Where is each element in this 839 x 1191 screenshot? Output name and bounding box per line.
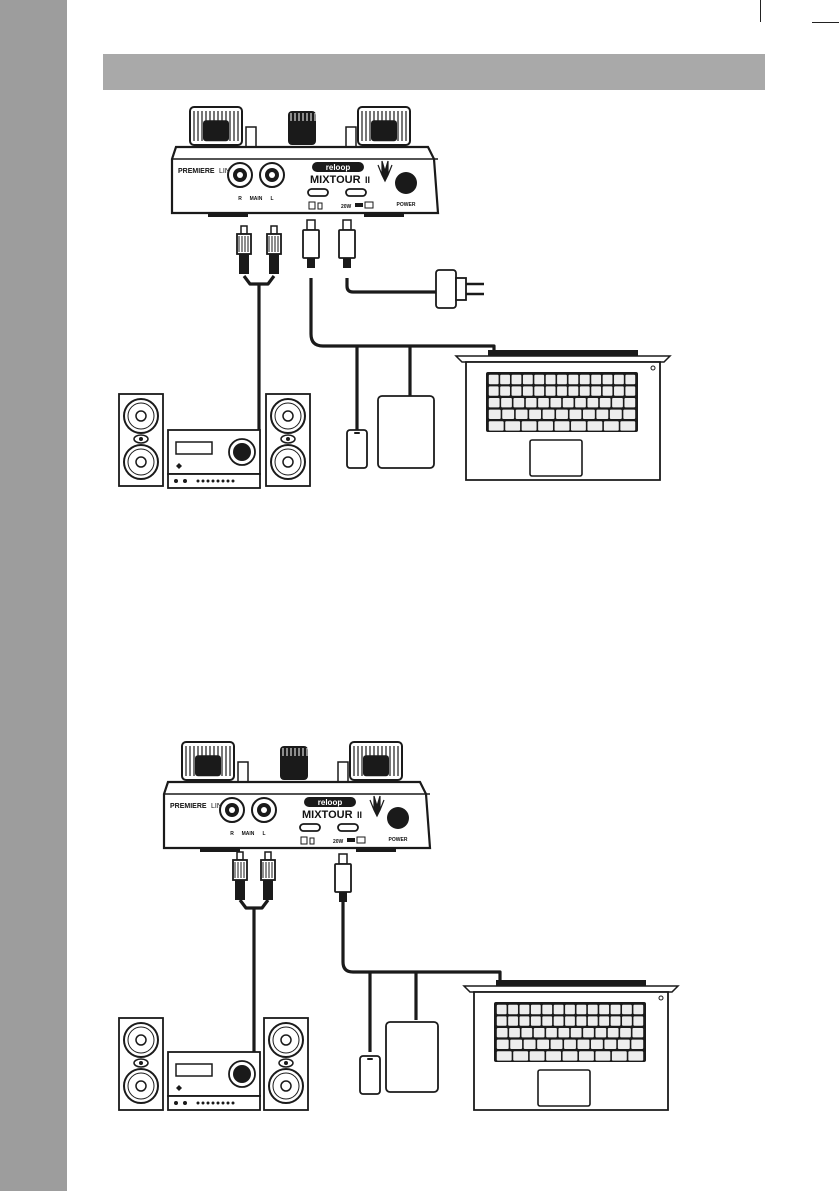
laptop-trackpad xyxy=(538,1070,590,1106)
speaker-right xyxy=(266,394,310,486)
power-button xyxy=(395,172,417,194)
model-mark: II xyxy=(365,175,370,185)
usb-c-port-power xyxy=(346,189,366,196)
usb-c-plug-power xyxy=(339,220,355,268)
model-name: MIXTOUR xyxy=(310,174,361,186)
jog-wheel-left xyxy=(190,107,242,145)
laptop-keyboard xyxy=(494,1002,646,1062)
speaker-right xyxy=(264,1018,308,1110)
usb-label-20w: 20W xyxy=(333,839,344,845)
foot-right xyxy=(356,848,396,852)
jog-wheel-right xyxy=(350,742,402,780)
stereo-receiver xyxy=(168,1052,260,1110)
jack-label-main: MAIN xyxy=(242,831,255,837)
usb-c-plug-device xyxy=(335,854,351,902)
fader-cap xyxy=(346,127,356,147)
model-mark: II xyxy=(357,810,362,820)
rca-plug-left xyxy=(267,226,281,274)
reloop-logo: reloop xyxy=(312,162,364,172)
jack-label-l: L xyxy=(270,196,273,202)
rca-plug-right xyxy=(237,226,251,274)
rca-jack-left xyxy=(260,163,284,187)
speaker-left xyxy=(119,394,163,486)
usb-label-20w: 20W xyxy=(341,204,352,210)
jack-label-main: MAIN xyxy=(250,196,263,202)
tablet xyxy=(378,396,434,468)
smartphone xyxy=(347,430,367,468)
laptop xyxy=(464,980,678,1110)
rca-jack-left xyxy=(252,798,276,822)
stereo-receiver xyxy=(168,430,260,488)
jog-wheel-left xyxy=(182,742,234,780)
jack-label-r: R xyxy=(230,831,234,837)
reloop-logo: reloop xyxy=(304,797,356,807)
rca-jack-right xyxy=(220,798,244,822)
usb-c-port-power xyxy=(338,824,358,831)
jog-wheel-right xyxy=(358,107,410,145)
stereo-display xyxy=(176,442,212,454)
usb-c-port-device xyxy=(300,824,320,831)
foot-right xyxy=(364,213,404,217)
master-knob xyxy=(280,746,308,780)
svg-text:reloop: reloop xyxy=(318,798,343,807)
rca-plug-right xyxy=(233,852,247,900)
fader-cap xyxy=(238,762,248,782)
jack-label-r: R xyxy=(238,196,242,202)
brand-premiere: PREMIERE xyxy=(170,803,207,810)
model-name: MIXTOUR xyxy=(302,809,353,821)
laptop xyxy=(456,350,670,480)
fader-cap xyxy=(338,762,348,782)
laptop-trackpad xyxy=(530,440,582,476)
laptop-hinge xyxy=(464,986,678,992)
master-knob xyxy=(288,111,316,145)
power-button xyxy=(387,807,409,829)
plug-mini-icon xyxy=(347,838,355,842)
smartphone xyxy=(360,1056,380,1094)
stereo-display xyxy=(176,1064,212,1076)
speaker-left xyxy=(119,1018,163,1110)
fader-cap xyxy=(246,127,256,147)
svg-text:reloop: reloop xyxy=(326,163,351,172)
usb-cable-power-line xyxy=(347,278,436,292)
brand-premiere: PREMIERE xyxy=(178,168,215,175)
usb-c-plug-device xyxy=(303,220,319,268)
laptop-keyboard xyxy=(486,372,638,432)
usb-c-port-device xyxy=(308,189,328,196)
power-label: POWER xyxy=(389,837,408,843)
rca-plug-left xyxy=(261,852,275,900)
power-adapter xyxy=(436,270,484,308)
plug-mini-icon xyxy=(355,203,363,207)
foot-left xyxy=(200,848,240,852)
foot-left xyxy=(208,213,248,217)
tablet xyxy=(386,1022,438,1092)
jack-label-l: L xyxy=(262,831,265,837)
rca-jack-right xyxy=(228,163,252,187)
power-label: POWER xyxy=(397,202,416,208)
